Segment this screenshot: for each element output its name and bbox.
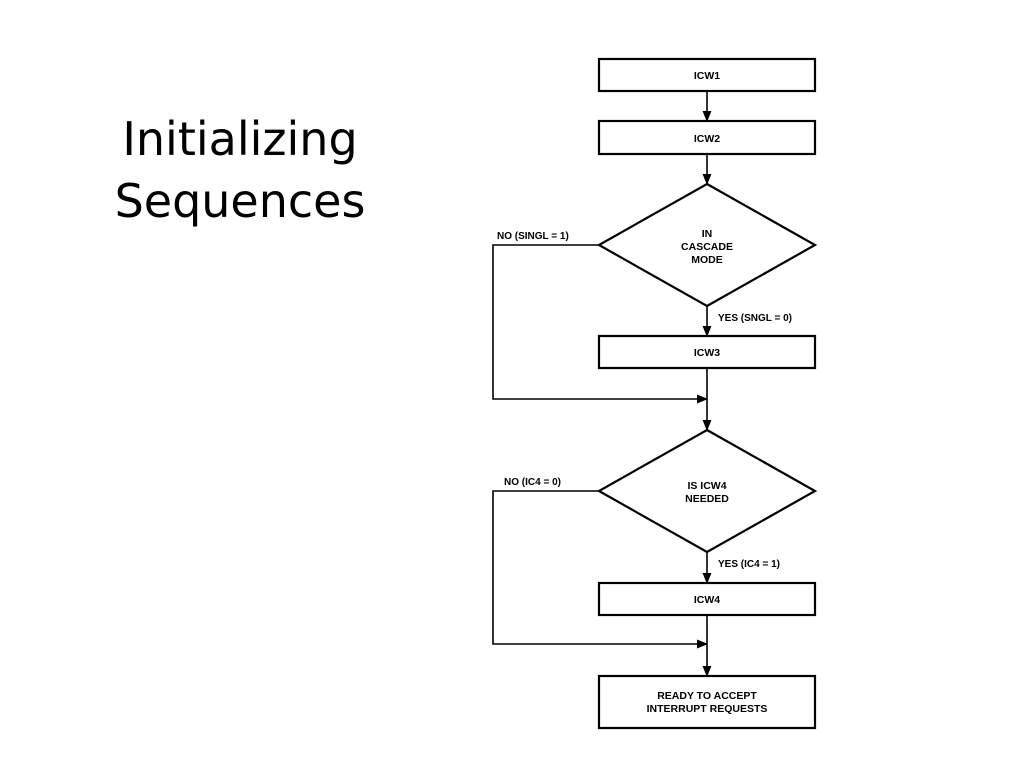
node-ready-line2: INTERRUPT REQUESTS <box>647 703 768 715</box>
slide-title: Initializing Sequences <box>60 108 420 232</box>
node-icw2-label: ICW2 <box>694 133 720 145</box>
edge-icw4-no <box>492 490 709 649</box>
node-icw3-label: ICW3 <box>694 347 720 359</box>
edge-cascade-no <box>492 244 709 404</box>
edge-cascade-yes-label: YES (SNGL = 0) <box>718 313 792 324</box>
node-ready: READY TO ACCEPT INTERRUPT REQUESTS <box>597 674 817 730</box>
node-icw4-decision: IS ICW4 NEEDED <box>596 428 818 554</box>
node-icw4: ICW4 <box>597 581 817 617</box>
icw4-decision-line1: IS ICW4 <box>687 480 726 492</box>
edge-icw4-yes-label: YES (IC4 = 1) <box>718 559 780 570</box>
edge-icw4-no-label: NO (IC4 = 0) <box>504 477 561 488</box>
slide-title-line2: Sequences <box>114 174 366 228</box>
cascade-decision-line1: IN <box>702 228 713 240</box>
slide-title-line1: Initializing <box>122 112 358 166</box>
icw4-decision-line2: NEEDED <box>685 493 729 505</box>
edge-cascade-no-label: NO (SINGL = 1) <box>497 231 569 242</box>
cascade-decision-line2: CASCADE <box>681 241 733 253</box>
node-icw1-label: ICW1 <box>694 70 720 82</box>
node-ready-line1: READY TO ACCEPT <box>657 690 757 702</box>
node-icw1: ICW1 <box>597 57 817 93</box>
node-icw3: ICW3 <box>597 334 817 370</box>
node-icw4-label: ICW4 <box>694 594 720 606</box>
node-icw2: ICW2 <box>597 119 817 156</box>
cascade-decision-line3: MODE <box>691 254 723 266</box>
node-cascade-decision: IN CASCADE MODE <box>596 182 818 308</box>
